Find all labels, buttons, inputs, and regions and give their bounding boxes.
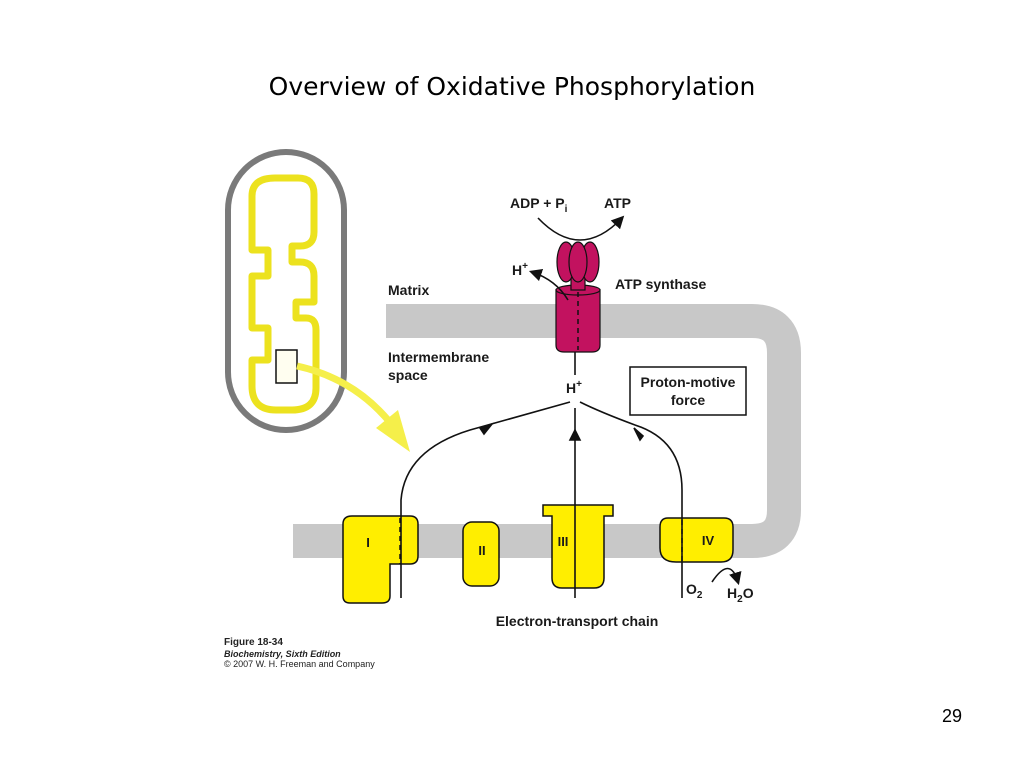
complex-iii <box>542 504 614 589</box>
complex-ii <box>462 521 500 587</box>
complex-iii-label: III <box>558 534 569 549</box>
atp-synthase-label: ATP synthase <box>615 276 707 292</box>
slide-title: Overview of Oxidative Phosphorylation <box>268 72 756 101</box>
h-release-arrow <box>528 268 569 301</box>
mitochondrion-icon <box>225 149 347 433</box>
zoom-arrow <box>296 362 410 452</box>
intermembrane-label-1: Intermembrane <box>388 349 489 365</box>
o2-label: O2 <box>686 581 703 601</box>
adp-pi-label: ADP + Pi <box>510 195 568 215</box>
pmf-label-2: force <box>671 392 705 408</box>
complex-iv <box>659 517 734 563</box>
figure-number: Figure 18-34 <box>224 637 283 648</box>
atp-label: ATP <box>604 195 631 211</box>
h-plus-mid: H+ <box>566 379 582 396</box>
page-number: 29 <box>941 706 962 726</box>
adp-atp-arrow <box>537 215 625 241</box>
complex-i-label: I <box>366 535 370 550</box>
atp-synthase <box>555 241 601 353</box>
complex-i <box>342 515 419 604</box>
complex-iv-label: IV <box>702 533 715 548</box>
h-plus-top: H+ <box>512 261 528 278</box>
intermembrane-label-2: space <box>388 367 428 383</box>
proton-flow <box>400 352 683 598</box>
inner-membrane <box>293 304 801 558</box>
pmf-box <box>629 366 747 416</box>
o2-h2o-arrow <box>711 567 742 586</box>
figure-source: Biochemistry, Sixth Edition <box>224 648 341 659</box>
figure-copyright: © 2007 W. H. Freeman and Company <box>224 658 375 669</box>
figure-caption: Figure 18-34 Biochemistry, Sixth Edition… <box>224 637 375 669</box>
complex-ii-label: II <box>478 543 485 558</box>
pmf-label-1: Proton-motive <box>641 374 736 390</box>
matrix-label: Matrix <box>388 282 429 298</box>
etc-label: Electron-transport chain <box>496 613 659 629</box>
h2o-label: H2O <box>727 585 754 605</box>
